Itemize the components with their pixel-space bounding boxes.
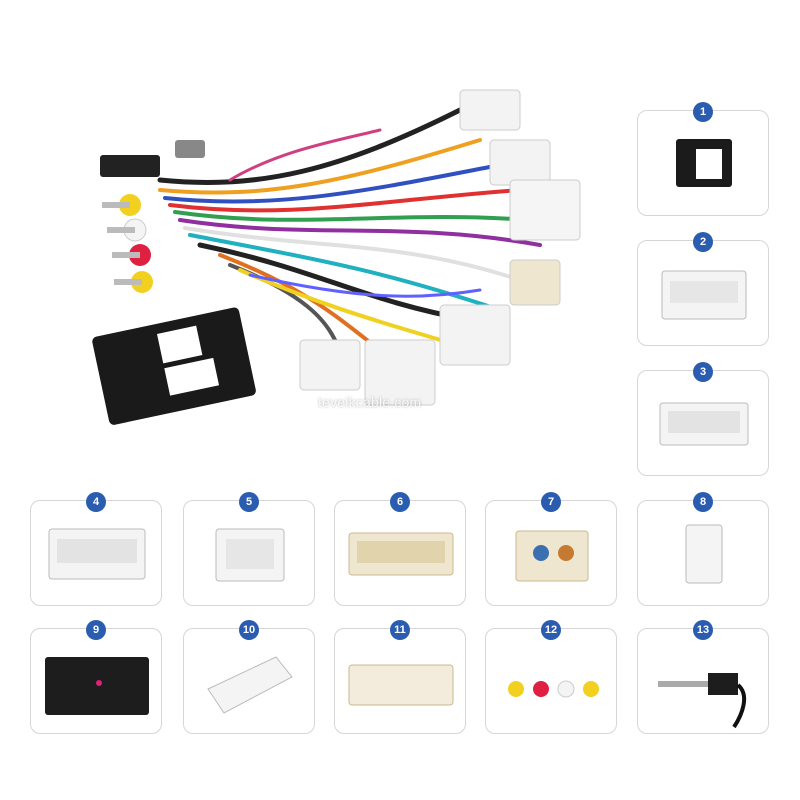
part-number-badge: 10	[239, 620, 259, 640]
coax-connector-icon	[515, 530, 589, 582]
part-card-8: 8	[637, 492, 769, 606]
part-number-badge: 5	[239, 492, 259, 512]
part-card-5: 5	[183, 492, 315, 606]
white-connector-icon	[659, 402, 749, 446]
part-card-6: 6	[334, 492, 466, 606]
part-card-3: 3	[637, 362, 769, 476]
angled-connector-icon	[207, 656, 293, 714]
cream-connector-icon	[348, 664, 454, 706]
part-card-7: 7	[485, 492, 617, 606]
part-number-badge: 9	[86, 620, 106, 640]
antenna-adapter-icon	[658, 673, 747, 729]
part-card-12: 12	[485, 620, 617, 734]
part-card-4: 4	[30, 492, 162, 606]
small-connector-icon	[215, 528, 285, 582]
part-number-badge: 4	[86, 492, 106, 512]
part-card-10: 10	[183, 620, 315, 734]
part-number-badge: 8	[693, 492, 713, 512]
cream-connector-icon	[348, 532, 454, 576]
part-number-badge: 11	[390, 620, 410, 640]
part-card-1: 1	[637, 102, 769, 216]
small-connector-icon	[685, 524, 723, 584]
watermark-text: teveikcable.com	[318, 394, 422, 410]
part-card-11: 11	[334, 620, 466, 734]
white-connector-icon	[661, 270, 747, 320]
wiring-harness-photo	[92, 89, 581, 425]
white-connector-icon	[48, 528, 146, 580]
part-card-9: 9	[30, 620, 162, 734]
part-number-badge: 6	[390, 492, 410, 512]
canbus-box-icon	[676, 139, 732, 187]
part-number-badge: 7	[541, 492, 561, 512]
part-number-badge: 2	[693, 232, 713, 252]
part-card-2: 2	[637, 232, 769, 346]
part-number-badge: 1	[693, 102, 713, 122]
part-card-13: 13	[637, 620, 769, 734]
part-number-badge: 12	[541, 620, 561, 640]
part-number-badge: 13	[693, 620, 713, 640]
black-connector-icon	[45, 657, 149, 715]
part-number-badge: 3	[693, 362, 713, 382]
rca-plugs-icon	[508, 680, 599, 698]
